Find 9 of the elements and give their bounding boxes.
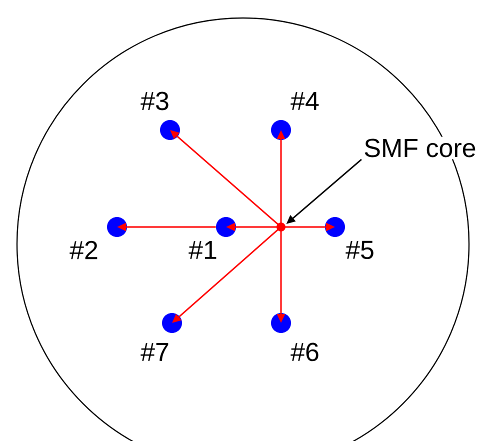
core-number: #1 xyxy=(188,241,216,259)
core-number: #6 xyxy=(290,342,318,362)
core-number: #5 xyxy=(346,240,374,260)
core-number: #2 xyxy=(70,240,98,260)
core-dot xyxy=(276,222,286,232)
core-number: #4 xyxy=(290,92,319,110)
core-number: #3 xyxy=(140,92,168,110)
core-label: SMF core xyxy=(362,136,478,160)
core-number: #7 xyxy=(140,343,168,361)
